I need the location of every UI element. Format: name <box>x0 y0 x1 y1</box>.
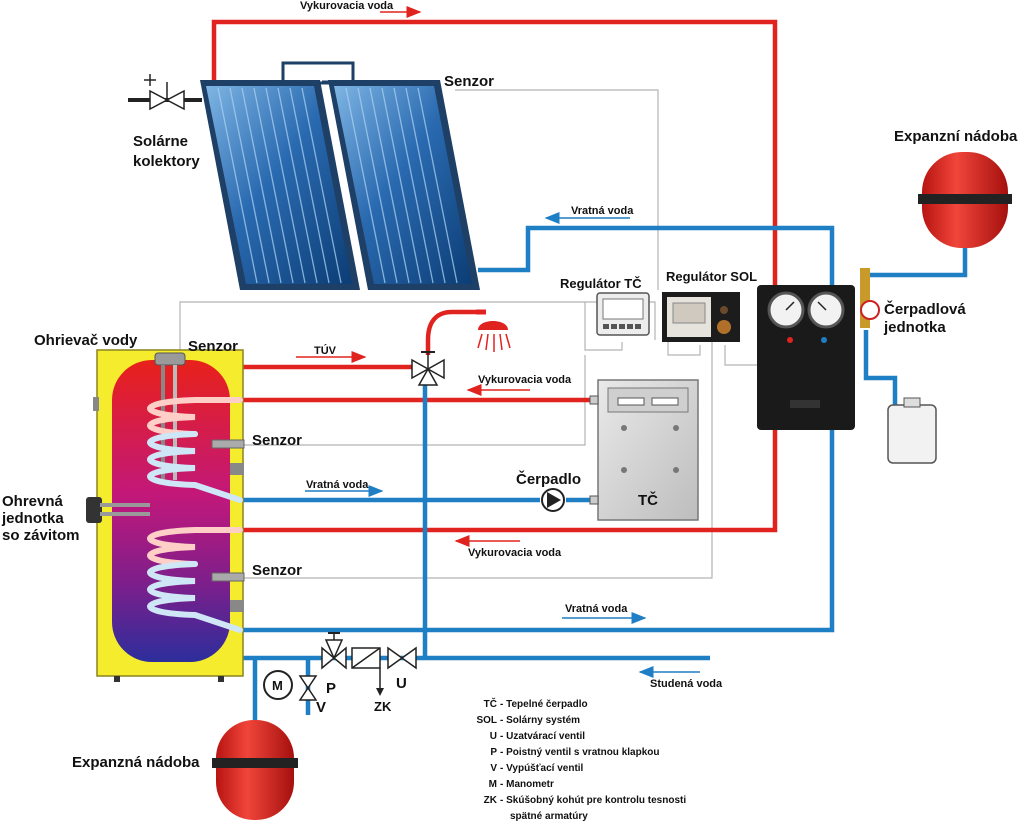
label-return-water-low: Vratná voda <box>565 603 628 615</box>
label-pump-unit-2: jednotka <box>883 319 946 336</box>
label-tc-unit: TČ <box>638 491 658 509</box>
label-p-symbol: P <box>326 680 336 697</box>
solar-collectors <box>200 61 480 290</box>
label-return-water-top: Vratná voda <box>571 205 634 217</box>
heat-pump-unit <box>589 379 699 521</box>
label-solar-collectors-1: Solárne <box>133 133 188 150</box>
legend-key: SOL <box>476 715 497 726</box>
label-heating-water-top: Vykurovacia voda <box>300 0 394 12</box>
hot-water-pipes <box>211 19 778 533</box>
manometer-icon <box>263 670 293 700</box>
legend-text: - Manometr <box>500 779 554 790</box>
label-pump: Čerpadlo <box>516 470 581 488</box>
legend-text: - Poistný ventil s vratnou klapkou <box>500 747 659 758</box>
label-regulator-sol: Regulátor SOL <box>666 269 757 284</box>
legend: TČ - Tepelné čerpadlo SOL - Solárny syst… <box>476 697 686 822</box>
legend-text: - Uzatvárací ventil <box>500 731 585 742</box>
label-heating-water-low: Vykurovacia voda <box>468 547 562 559</box>
label-water-heater: Ohrievač vody <box>34 332 138 349</box>
diagram-labels: Vykurovacia voda Senzor Solárne kolektor… <box>1 0 1018 771</box>
label-heating-water-mid: Vykurovacia voda <box>478 374 572 386</box>
legend-key: M <box>489 779 497 790</box>
label-sensor-collector: Senzor <box>444 73 494 90</box>
label-expansion-tank-right: Expanzní nádoba <box>894 128 1018 145</box>
label-regulator-tc: Regulátor TČ <box>560 276 642 291</box>
pump-icon <box>541 488 565 512</box>
legend-key: ZK <box>484 795 498 806</box>
label-expansion-tank-left: Expanzná nádoba <box>72 754 200 771</box>
label-heating-unit-2: jednotka <box>1 510 64 527</box>
label-sensor-low: Senzor <box>252 562 302 579</box>
safety-valve-icon <box>321 632 347 670</box>
regulator-tc-device <box>596 292 650 336</box>
water-heater-tank <box>86 349 245 682</box>
legend-text: - Tepelné čerpadlo <box>500 699 588 710</box>
label-cold-water: Studená voda <box>650 678 723 690</box>
legend-text: spätné armatúry <box>510 811 588 822</box>
expansion-tank-right <box>918 152 1012 248</box>
legend-text: - Solárny systém <box>500 715 580 726</box>
legend-key: P <box>490 747 497 758</box>
label-sensor-top: Senzor <box>188 338 238 355</box>
legend-key: U <box>490 731 497 742</box>
flow-arrows <box>296 6 700 678</box>
label-zk-symbol: ZK <box>374 699 392 714</box>
label-heating-unit-3: so závitom <box>2 527 80 544</box>
shower-icon <box>476 309 511 352</box>
legend-key: V <box>490 763 497 774</box>
label-tuv: TÚV <box>314 344 337 357</box>
label-m-symbol: M <box>272 678 283 693</box>
sensor-wires <box>179 89 758 579</box>
check-valve-icon <box>351 647 384 696</box>
regulator-sol-device <box>662 292 740 342</box>
drain-valve-icon <box>298 675 318 701</box>
legend-text: - Vypúšťací ventil <box>500 763 584 774</box>
label-v-symbol: V <box>316 699 326 716</box>
three-way-valve-icon <box>411 351 445 386</box>
shutoff-valve-icon <box>387 646 417 670</box>
label-heating-unit-1: Ohrevná <box>2 493 64 510</box>
vent-valve-icon <box>128 74 202 111</box>
label-solar-collectors-2: kolektory <box>133 153 200 170</box>
pump-station-unit <box>757 268 880 430</box>
drain-canister <box>887 397 937 464</box>
label-u-symbol: U <box>396 675 407 692</box>
return-water-pipes <box>242 225 968 720</box>
label-pump-unit-1: Čerpadlová <box>884 300 966 318</box>
expansion-tank-left <box>212 720 298 820</box>
label-return-water-mid: Vratná voda <box>306 479 369 491</box>
legend-text: - Skúšobný kohút pre kontrolu tesnosti <box>500 795 686 806</box>
label-sensor-mid: Senzor <box>252 432 302 449</box>
legend-key: TČ <box>484 697 497 710</box>
